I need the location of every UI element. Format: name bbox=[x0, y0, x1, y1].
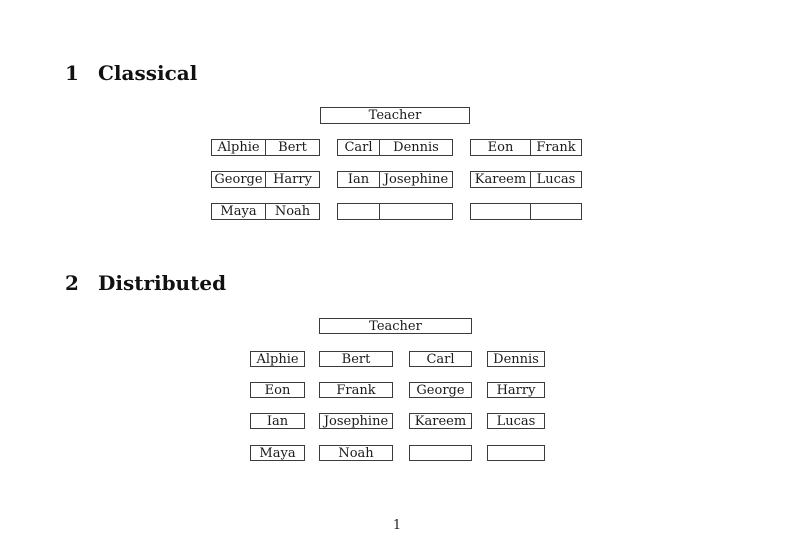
section-title: Distributed bbox=[98, 271, 227, 295]
seat-box: Ian bbox=[250, 413, 305, 429]
seat-cell: Alphie bbox=[217, 140, 260, 155]
page-number: 1 bbox=[392, 518, 402, 533]
seat-box: Eon bbox=[250, 382, 305, 398]
seat-box-empty bbox=[487, 445, 545, 461]
section-heading-distributed: 2 Distributed bbox=[65, 272, 226, 294]
desk: Kareem Lucas bbox=[470, 171, 582, 188]
seat-cell: Dennis bbox=[379, 140, 452, 155]
desk: Carl Dennis bbox=[337, 139, 453, 156]
seat-box: Carl bbox=[409, 351, 472, 367]
seat-cell: Kareem bbox=[474, 172, 527, 187]
seat-box: Maya bbox=[250, 445, 305, 461]
section-heading-classical: 1 Classical bbox=[65, 62, 197, 84]
seat-cell: Ian bbox=[347, 172, 370, 187]
seat-cell-empty bbox=[471, 204, 530, 219]
seat-cell: Harry bbox=[265, 172, 319, 187]
teacher-label: Teacher bbox=[368, 108, 422, 123]
seat-box: Lucas bbox=[487, 413, 545, 429]
desk: Alphie Bert bbox=[211, 139, 320, 156]
section-number: 2 bbox=[65, 271, 79, 295]
desk: Maya Noah bbox=[211, 203, 320, 220]
section-title: Classical bbox=[98, 61, 198, 85]
seat-box: Josephine bbox=[319, 413, 393, 429]
seat-cell-empty bbox=[379, 204, 452, 219]
seat-cell: Josephine bbox=[379, 172, 452, 187]
teacher-box: Teacher bbox=[320, 107, 470, 124]
seat-cell: Maya bbox=[220, 204, 257, 219]
seat-cell: Eon bbox=[487, 140, 514, 155]
desk-empty bbox=[470, 203, 582, 220]
desk: Ian Josephine bbox=[337, 171, 453, 188]
seat-cell: George bbox=[214, 172, 263, 187]
seat-cell: Noah bbox=[265, 204, 319, 219]
seat-cell: Frank bbox=[530, 140, 581, 155]
seat-cell: Bert bbox=[265, 140, 319, 155]
seat-box: George bbox=[409, 382, 472, 398]
section-number: 1 bbox=[65, 61, 79, 85]
desk: George Harry bbox=[211, 171, 320, 188]
seat-cell-empty bbox=[338, 204, 379, 219]
teacher-label: Teacher bbox=[369, 318, 422, 334]
desk-empty bbox=[337, 203, 453, 220]
seat-box: Noah bbox=[319, 445, 393, 461]
seat-box: Dennis bbox=[487, 351, 545, 367]
desk: Eon Frank bbox=[470, 139, 582, 156]
seat-box: Bert bbox=[319, 351, 393, 367]
seat-cell: Lucas bbox=[530, 172, 581, 187]
seat-cell-empty bbox=[530, 204, 581, 219]
teacher-box: Teacher bbox=[319, 318, 472, 334]
seat-box: Harry bbox=[487, 382, 545, 398]
seat-cell: Carl bbox=[344, 140, 373, 155]
seat-box-empty bbox=[409, 445, 472, 461]
seat-box: Frank bbox=[319, 382, 393, 398]
seat-box: Kareem bbox=[409, 413, 472, 429]
seat-box: Alphie bbox=[250, 351, 305, 367]
